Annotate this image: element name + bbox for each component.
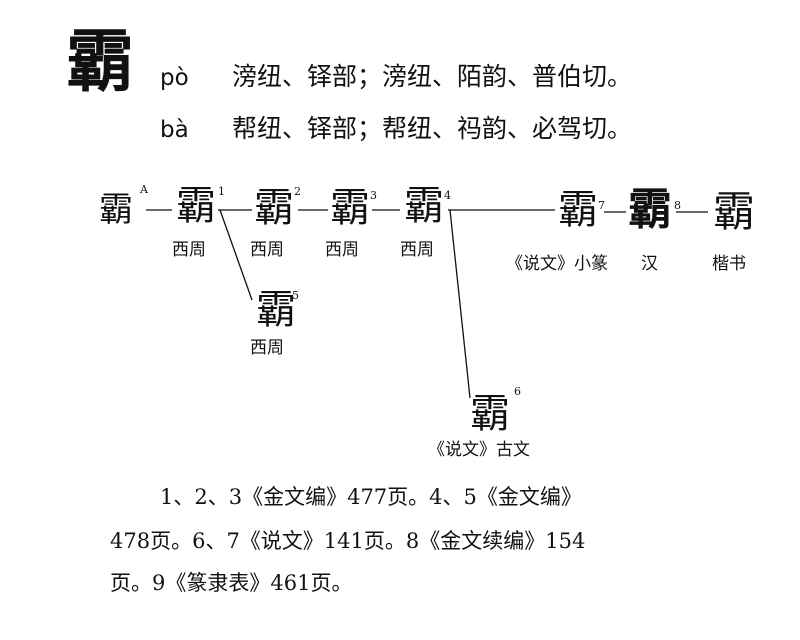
index-8: 8 <box>674 199 681 212</box>
label-2: 西周 <box>250 240 284 260</box>
index-2: 2 <box>294 185 301 198</box>
index-7: 7 <box>598 199 605 212</box>
glyph-4: 霸 <box>404 183 444 229</box>
glyph-7: 霸 <box>558 187 598 233</box>
glyph-9: 霸 <box>712 187 755 236</box>
reading-po: pò 滂纽、铎部；滂纽、陌韵、普伯切。 <box>160 62 632 93</box>
label-7: 《说文》小篆 <box>506 254 608 274</box>
label-9: 楷书 <box>712 254 746 274</box>
line-1-5 <box>219 209 253 301</box>
label-4: 西周 <box>400 240 434 260</box>
reading-po-text: 滂纽、铎部；滂纽、陌韵、普伯切。 <box>232 62 633 91</box>
glyph-3: 霸 <box>330 185 370 231</box>
pinyin-po: pò <box>160 65 189 91</box>
glyph-2: 霸 <box>254 185 294 231</box>
glyph-6: 霸 <box>470 391 510 437</box>
line-4-6 <box>449 209 471 399</box>
index-4: 4 <box>444 189 451 202</box>
index-5: 5 <box>292 289 299 302</box>
label-8: 汉 <box>641 254 658 274</box>
index-3: 3 <box>370 189 377 202</box>
label-1: 西周 <box>172 240 206 260</box>
label-6: 《说文》古文 <box>428 440 530 460</box>
reference-line-1: 1、2、3《金文编》477页。4、5《金文编》 <box>160 485 582 509</box>
glyph-1: 霸 <box>176 183 216 229</box>
glyph-8: 霸 <box>628 184 672 235</box>
pinyin-ba: bà <box>160 117 189 143</box>
label-3: 西周 <box>325 240 359 260</box>
reading-ba-text: 帮纽、铎部；帮纽、祃韵、必驾切。 <box>232 114 633 143</box>
index-1: 1 <box>218 185 225 198</box>
reading-ba: bà 帮纽、铎部；帮纽、祃韵、必驾切。 <box>160 114 632 145</box>
glyph-5: 霸 <box>256 287 296 333</box>
label-5: 西周 <box>250 338 284 358</box>
head-character: 霸 <box>66 22 135 102</box>
glyph-a: 霸 <box>99 190 133 230</box>
index-a: A <box>140 183 148 196</box>
reference-line-2: 478页。6、7《说文》141页。8《金文续编》154 <box>110 529 586 553</box>
reference-line-3: 页。9《篆隶表》461页。 <box>110 571 353 595</box>
index-6: 6 <box>514 385 521 398</box>
